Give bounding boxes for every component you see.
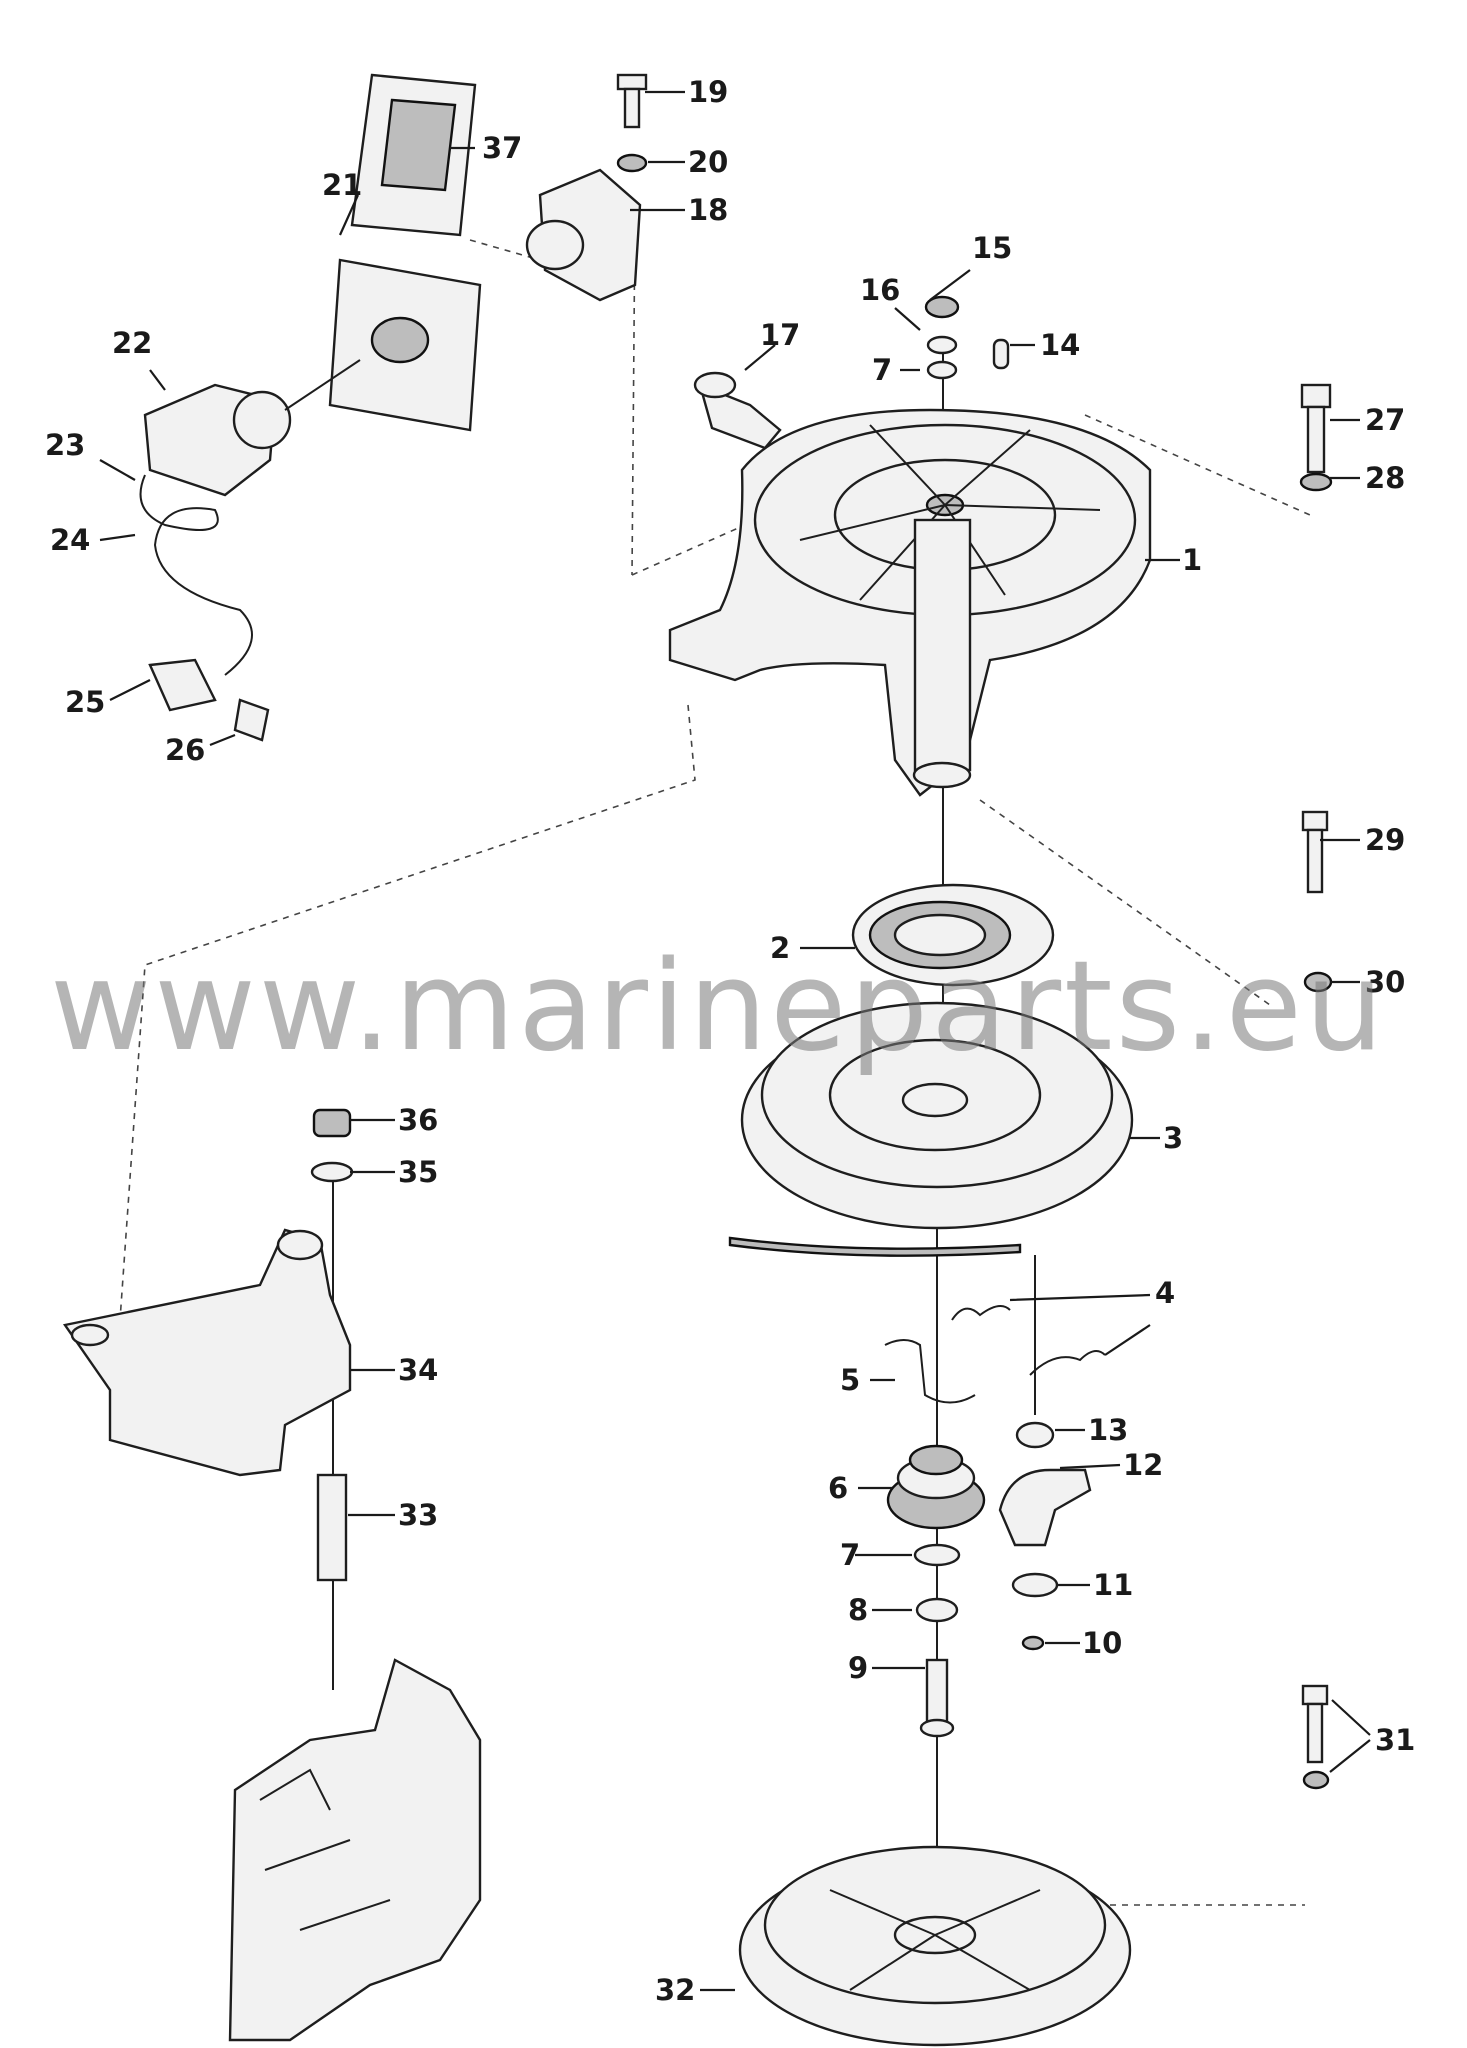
part-label-7-upper: 7 [872,353,892,387]
part-label-16: 16 [860,273,900,307]
right-side-bolts [1299,383,1333,1790]
part-label-12: 12 [1123,1448,1163,1482]
part-label-27: 27 [1365,403,1405,437]
shift-plate-assembly [328,73,482,432]
part-label-19: 19 [688,75,728,109]
part-label-18: 18 [688,193,728,227]
part-label-37: 37 [482,131,522,165]
part-label-32: 32 [655,1973,695,2007]
leader-lines [99,90,1371,1992]
part-label-25: 25 [65,685,105,719]
part-label-10: 10 [1082,1626,1122,1660]
part-label-22: 22 [112,326,152,360]
rope-pulley [728,1001,1134,1257]
part-label-35: 35 [398,1155,438,1189]
top-hardware [525,73,1010,450]
part-label-17: 17 [760,318,800,352]
part-label-34: 34 [398,1353,438,1387]
part-label-6: 6 [828,1471,848,1505]
pawl-springs [884,1305,1106,1404]
part-label-3: 3 [1163,1121,1183,1155]
starter-housing [668,408,1152,797]
part-label-20: 20 [688,145,728,179]
part-label-26: 26 [165,733,205,767]
part-label-1: 1 [1182,543,1202,577]
part-labels: 1 2 3 4 5 6 7 7 8 9 10 11 12 13 14 15 16… [45,75,1415,2007]
rewind-spring [851,883,1055,987]
part-label-11: 11 [1093,1568,1133,1602]
starter-cup [738,1845,1132,2047]
part-label-31: 31 [1375,1723,1415,1757]
part-label-36: 36 [398,1103,438,1137]
part-label-9: 9 [848,1651,868,1685]
part-label-5: 5 [840,1363,860,1397]
drive-pulley [886,1444,986,1530]
stop-switch-assembly [139,359,361,742]
part-label-24: 24 [50,523,90,557]
part-label-4: 4 [1155,1276,1175,1310]
part-label-14: 14 [1040,328,1080,362]
part-label-30: 30 [1365,965,1405,999]
part-label-29: 29 [1365,823,1405,857]
part-label-2: 2 [770,931,790,965]
pawl-assembly [998,1421,1092,1651]
powerhead-fragment [228,1658,482,2042]
part-label-15: 15 [972,231,1012,265]
part-label-8: 8 [848,1593,868,1627]
mounting-bracket-assembly [62,1108,354,1582]
part-label-28: 28 [1365,461,1405,495]
part-label-33: 33 [398,1498,438,1532]
part-label-23: 23 [45,428,85,462]
part-label-13: 13 [1088,1413,1128,1447]
part-label-7-lower: 7 [840,1538,860,1572]
lower-hardware [913,1543,961,1738]
part-label-21: 21 [322,168,362,202]
